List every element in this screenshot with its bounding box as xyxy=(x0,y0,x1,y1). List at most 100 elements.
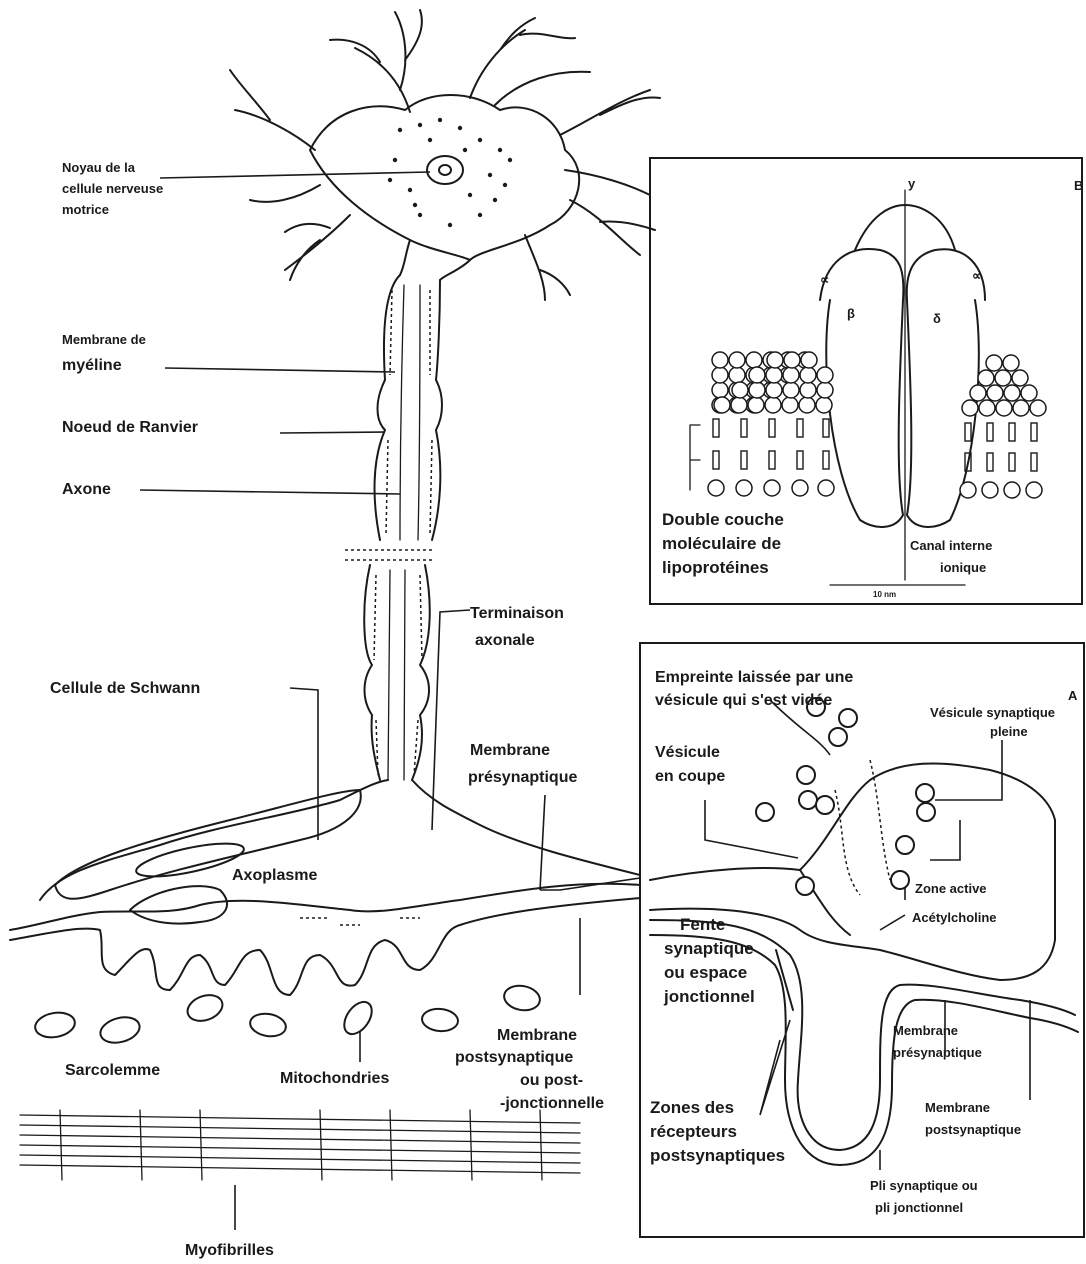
lipid-head xyxy=(736,480,752,496)
lipid-head xyxy=(784,352,800,368)
granule-dot xyxy=(503,183,507,187)
synaptic-vesicle xyxy=(796,877,814,895)
lipid-head xyxy=(1012,370,1028,386)
inset-a-fente-1: Fente xyxy=(680,915,725,934)
inset-b-alpha-right: ∝ xyxy=(972,268,981,283)
granule-dot xyxy=(498,148,502,152)
lipid-head xyxy=(818,480,834,496)
synaptic-vesicle xyxy=(816,796,834,814)
granule-dot xyxy=(468,193,472,197)
inset-a-zones-recepteurs-3: postsynaptiques xyxy=(650,1146,785,1165)
granule-dot xyxy=(438,118,442,122)
lipid-head xyxy=(800,382,816,398)
lipid-head xyxy=(1013,400,1029,416)
inset-a-letter: A xyxy=(1068,688,1078,703)
myofibrils xyxy=(20,1110,580,1180)
inset-a-empreinte-2: vésicule qui s'est vidée xyxy=(655,692,832,709)
lipid-head xyxy=(960,482,976,498)
label-membrane-myeline-2: myéline xyxy=(62,357,122,374)
lipid-tail xyxy=(987,453,993,471)
inset-b-bilayer-2: moléculaire de xyxy=(662,534,781,553)
lipid-tail xyxy=(987,423,993,441)
lipid-head xyxy=(748,397,764,413)
inset-a-zones-recepteurs-1: Zones des xyxy=(650,1098,734,1117)
lipid-tail xyxy=(713,451,719,469)
mitochondria xyxy=(33,983,542,1047)
label-membrane-myeline-1: Membrane de xyxy=(62,332,146,347)
lipid-head xyxy=(783,367,799,383)
lipid-head xyxy=(996,400,1012,416)
lipid-head xyxy=(792,480,808,496)
inset-a-synapse: A Empreinte laissée par une vésicule qui… xyxy=(640,643,1084,1237)
lipid-head xyxy=(729,367,745,383)
inset-a-vesicule-coupe-2: en coupe xyxy=(655,768,725,785)
lipid-head xyxy=(817,367,833,383)
label-membrane-postsyn-1: Membrane xyxy=(497,1027,577,1044)
axon-terminal xyxy=(10,780,640,995)
inset-a-fente-3: ou espace xyxy=(664,963,747,982)
lipid-tail xyxy=(1009,423,1015,441)
lipid-head xyxy=(1030,400,1046,416)
lipid-tail xyxy=(965,423,971,441)
granule-dot xyxy=(418,123,422,127)
inset-b-scale: 10 nm xyxy=(873,590,896,599)
granule-dot xyxy=(393,158,397,162)
lipid-head xyxy=(729,352,745,368)
lipid-head xyxy=(986,355,1002,371)
lipid-head xyxy=(1004,482,1020,498)
granule-dot xyxy=(508,158,512,162)
sarcomere-band xyxy=(140,1110,142,1180)
lipid-head xyxy=(982,482,998,498)
label-noeud-ranvier: Noeud de Ranvier xyxy=(62,419,198,436)
myofibril-line xyxy=(20,1135,580,1143)
granule-dot xyxy=(413,203,417,207)
lipid-head xyxy=(767,352,783,368)
lipid-tail xyxy=(1009,453,1015,471)
label-noyau-1: Noyau de la xyxy=(62,160,136,175)
label-membrane-postsyn-4: -jonctionnelle xyxy=(500,1095,604,1112)
granule-dot xyxy=(418,213,422,217)
lipid-head xyxy=(801,352,817,368)
lipid-head xyxy=(782,397,798,413)
label-axone: Axone xyxy=(62,481,111,498)
lipid-head xyxy=(800,367,816,383)
label-sarcolemme: Sarcolemme xyxy=(65,1062,160,1079)
lipid-head xyxy=(731,397,747,413)
lipid-tail xyxy=(823,419,829,437)
inset-a-membrane-post-2: postsynaptique xyxy=(925,1122,1021,1137)
lipid-tail xyxy=(797,451,803,469)
label-membrane-presyn-1: Membrane xyxy=(470,742,550,759)
lipid-tail xyxy=(823,451,829,469)
synaptic-vesicle xyxy=(829,728,847,746)
lipid-head xyxy=(1021,385,1037,401)
lipid-tail xyxy=(797,419,803,437)
inset-b-bilayer-1: Double couche xyxy=(662,510,784,529)
synaptic-vesicle xyxy=(891,871,909,889)
myofibril-line xyxy=(20,1165,580,1173)
lipid-head xyxy=(764,480,780,496)
lipid-tail xyxy=(741,419,747,437)
lipid-head xyxy=(714,397,730,413)
lipid-tail xyxy=(741,451,747,469)
axon-myelinated xyxy=(345,240,470,780)
synaptic-vesicle xyxy=(839,709,857,727)
label-terminaison-2: axonale xyxy=(475,632,535,649)
lipid-head xyxy=(712,382,728,398)
inset-a-vesicule-pleine-1: Vésicule synaptique xyxy=(930,705,1055,720)
myofibril-line xyxy=(20,1115,580,1123)
inset-a-zone-active: Zone active xyxy=(915,881,987,896)
label-myofibrilles: Myofibrilles xyxy=(185,1242,274,1259)
granule-dot xyxy=(388,178,392,182)
inset-a-acetylcholine: Acétylcholine xyxy=(912,910,997,925)
lipid-head xyxy=(712,367,728,383)
granule-dot xyxy=(458,126,462,130)
lipid-head xyxy=(712,352,728,368)
lipid-tail xyxy=(713,419,719,437)
inset-b-letter: B xyxy=(1074,178,1083,193)
lipid-head xyxy=(766,367,782,383)
lipid-head xyxy=(1026,482,1042,498)
inset-a-membrane-post-1: Membrane xyxy=(925,1100,990,1115)
lipid-head xyxy=(746,352,762,368)
lipid-head xyxy=(732,382,748,398)
